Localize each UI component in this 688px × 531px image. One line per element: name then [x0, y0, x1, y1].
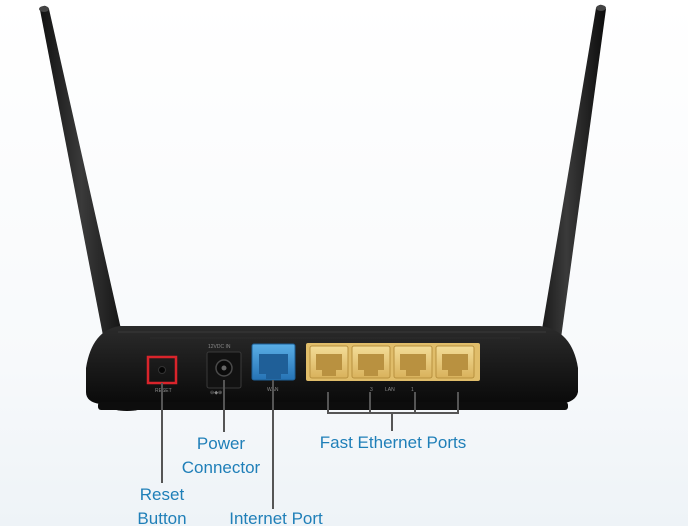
reset-label-line2: Button	[137, 509, 187, 528]
power-connector: 12VDC IN ⊖◆⊕	[206, 344, 242, 396]
power-connector-label: Power Connector	[180, 432, 262, 480]
reset-label-line1: Reset	[139, 485, 185, 504]
internet-port-label: Internet Port	[229, 509, 323, 528]
lan-port-3	[393, 345, 433, 379]
lan-port-number-3: 3	[370, 387, 373, 393]
power-label-line1: Power	[196, 434, 246, 453]
fast-ethernet-ports-label: Fast Ethernet Ports	[319, 433, 467, 452]
reset-device-label: RESET	[155, 388, 172, 394]
power-polarity-symbol: ⊖◆⊕	[210, 390, 222, 396]
lan-port-number-1: 1	[411, 387, 414, 393]
wan-port: WAN	[251, 343, 296, 393]
lan-device-label: LAN	[385, 387, 395, 393]
lan-port-1	[309, 345, 349, 379]
leader-lines	[161, 380, 459, 509]
power-label-line2: Connector	[181, 458, 261, 477]
power-rating-label: 12VDC IN	[208, 344, 231, 350]
lan-port-group: 3 LAN 1	[306, 343, 480, 393]
lan-port-4	[435, 345, 475, 379]
lan-port-2	[351, 345, 391, 379]
reset-button-label: Reset Button	[132, 483, 192, 531]
